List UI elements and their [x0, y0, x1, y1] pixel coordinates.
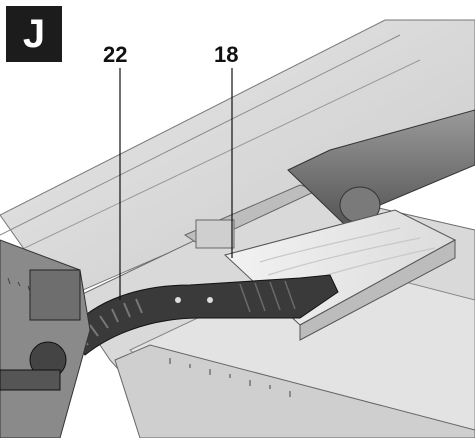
push-stick	[69, 274, 339, 356]
lever-arm	[0, 369, 61, 391]
rail-scale-ticks	[169, 358, 291, 397]
callout-push-stick: 22	[103, 42, 128, 67]
left-scale-ticks	[7, 277, 31, 293]
fence-bracket	[195, 219, 235, 249]
push-stick-hole	[207, 297, 213, 303]
adjust-block	[29, 269, 81, 321]
rear-edge-line-2	[9, 59, 421, 256]
callout-workpiece: 18	[214, 42, 239, 67]
front-rail	[114, 344, 475, 439]
push-stick-hole	[175, 297, 181, 303]
figure-panel-label: J	[6, 6, 62, 62]
workpiece-edge	[299, 239, 456, 341]
push-stick-notch-ridges	[239, 280, 296, 313]
rear-edge-line	[0, 34, 401, 236]
